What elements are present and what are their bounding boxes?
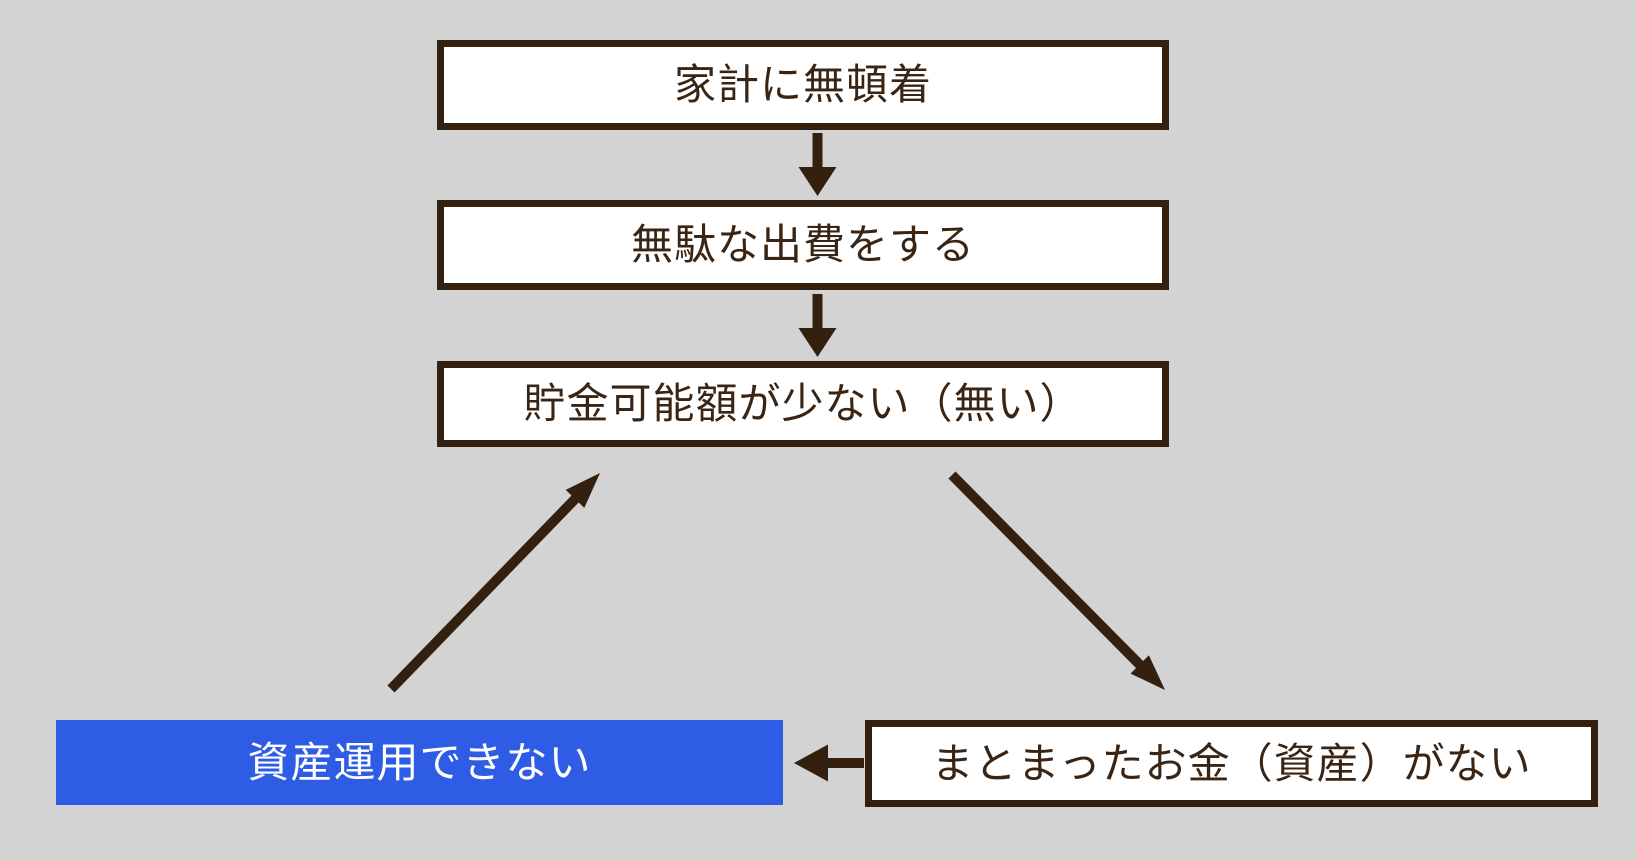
node-cannot-invest-assets: 資産運用できない	[56, 720, 783, 805]
arrow-left-icon	[794, 744, 864, 782]
node-label: 家計に無頓着	[673, 61, 932, 108]
arrow-down-1-icon	[798, 133, 837, 196]
node-low-savings-capacity: 貯金可能額が少ない（無い）	[437, 361, 1169, 447]
node-label: 無駄な出費をする	[630, 221, 975, 268]
node-label: まとまったお金（資産）がない	[931, 739, 1532, 787]
node-label: 貯金可能額が少ない（無い）	[523, 380, 1083, 427]
node-no-lump-sum-assets: まとまったお金（資産）がない	[865, 720, 1598, 807]
arrow-down-right-icon	[948, 471, 1165, 690]
arrow-down-2-icon	[798, 294, 837, 357]
arrow-up-right-icon	[387, 473, 600, 693]
node-indifferent-to-household-budget: 家計に無頓着	[437, 40, 1169, 130]
node-wasteful-spending: 無駄な出費をする	[437, 200, 1169, 290]
node-label: 資産運用できない	[247, 738, 592, 786]
